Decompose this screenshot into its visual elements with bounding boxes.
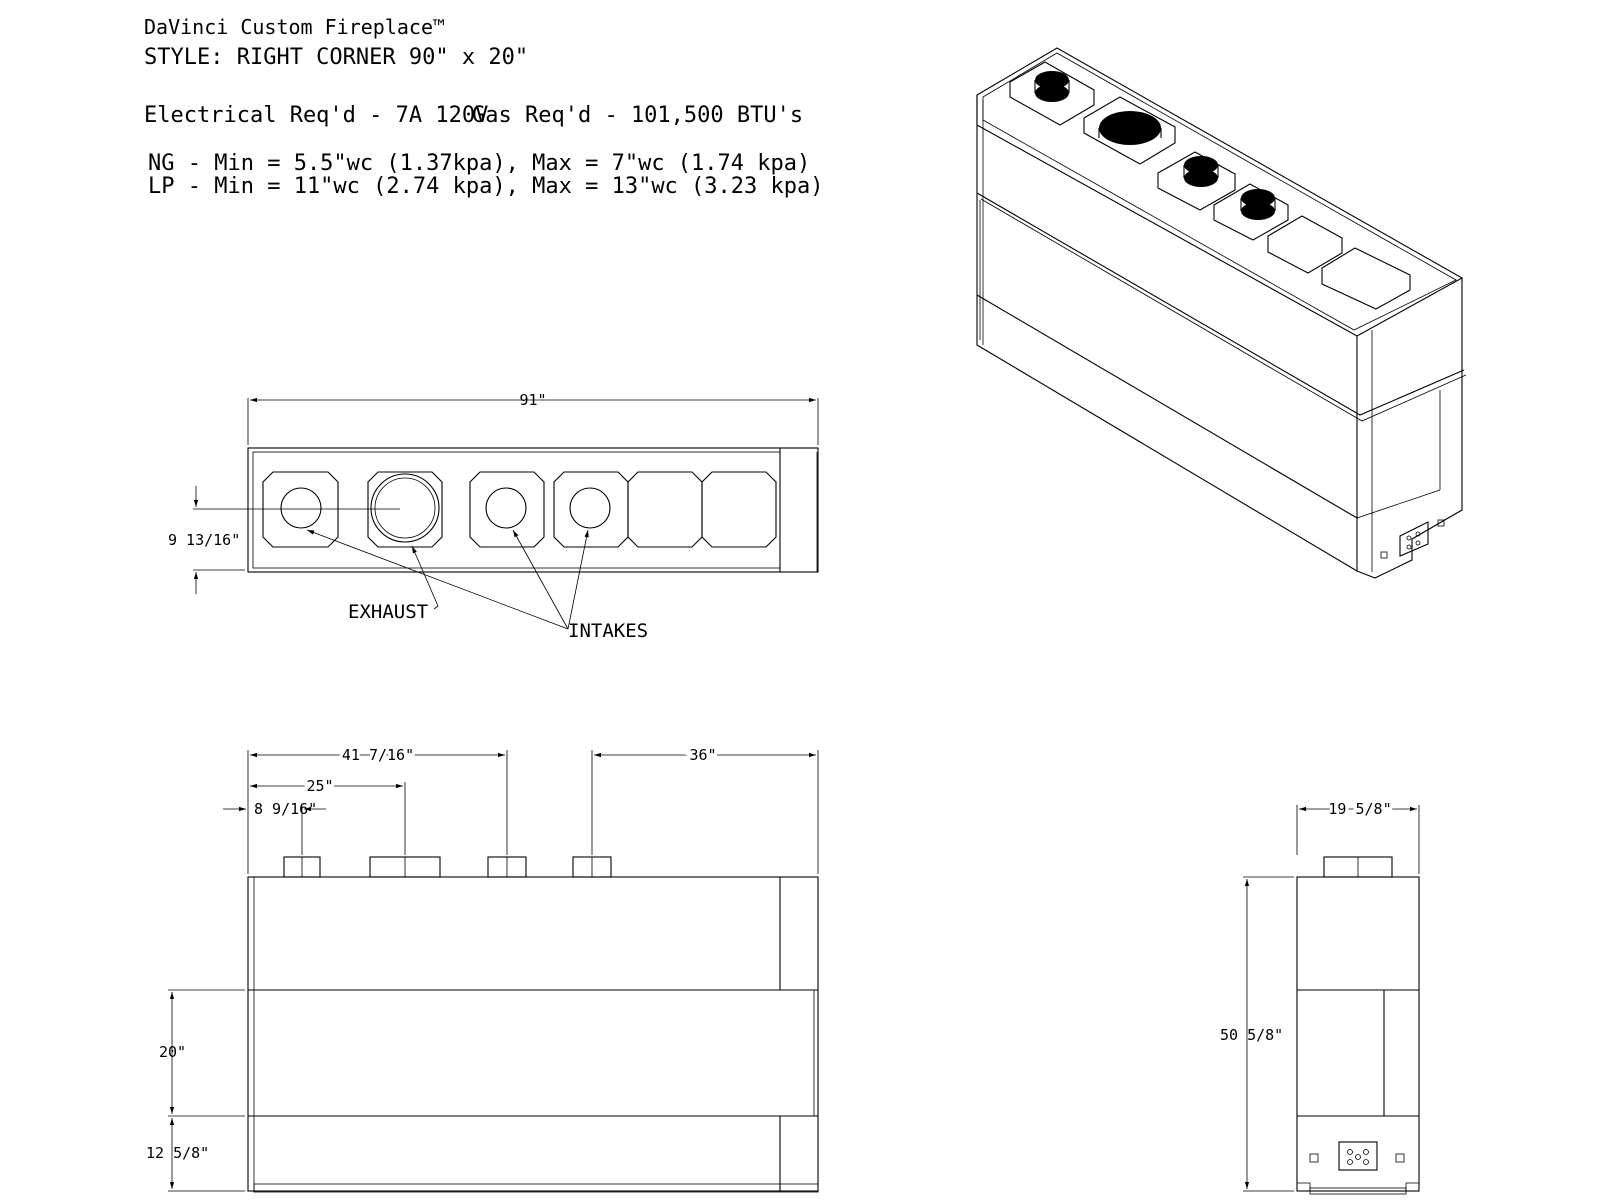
ng-pressure: NG - Min = 5.5"wc (1.37kpa), Max = 7"wc … [148, 151, 810, 176]
side-view: 19 5/8" 50 5/8" [1220, 797, 1420, 1195]
intakes-label: INTAKES [568, 620, 648, 642]
electrical-req: Electrical Req'd - 7A 120V [144, 103, 488, 128]
width-dimension-91: 91" [519, 391, 546, 409]
lp-pressure: LP - Min = 11"wc (2.74 kpa), Max = 13"wc… [148, 174, 824, 199]
title-block: DaVinci Custom Fireplace™ STYLE: RIGHT C… [144, 15, 824, 199]
dim-12-5-8: 12 5/8" [146, 1144, 209, 1162]
dim-20: 20" [159, 1043, 186, 1061]
side-width-dimension: 19 5/8" [1328, 800, 1391, 818]
dim-25: 25" [306, 777, 333, 795]
isometric-view [976, 47, 1467, 579]
gas-req: Gas Req'd - 101,500 BTU's [472, 103, 803, 128]
top-view: 91" 9 13/16" EXHAUST INTAKES [168, 391, 819, 642]
exhaust-label: EXHAUST [348, 601, 428, 623]
dim-36: 36" [689, 746, 716, 764]
side-height-dimension: 50 5/8" [1220, 1026, 1283, 1044]
dim-41-7-16: 41 7/16" [342, 746, 414, 764]
dim-8-9-16: 8 9/16" [254, 800, 317, 818]
front-view: 41 7/16" 25" 8 9/16" 36" 20" 12 5/8" [146, 743, 819, 1193]
style-line: STYLE: RIGHT CORNER 90" x 20" [144, 45, 528, 70]
product-title: DaVinci Custom Fireplace™ [144, 15, 445, 39]
depth-dimension: 9 13/16" [168, 531, 240, 549]
